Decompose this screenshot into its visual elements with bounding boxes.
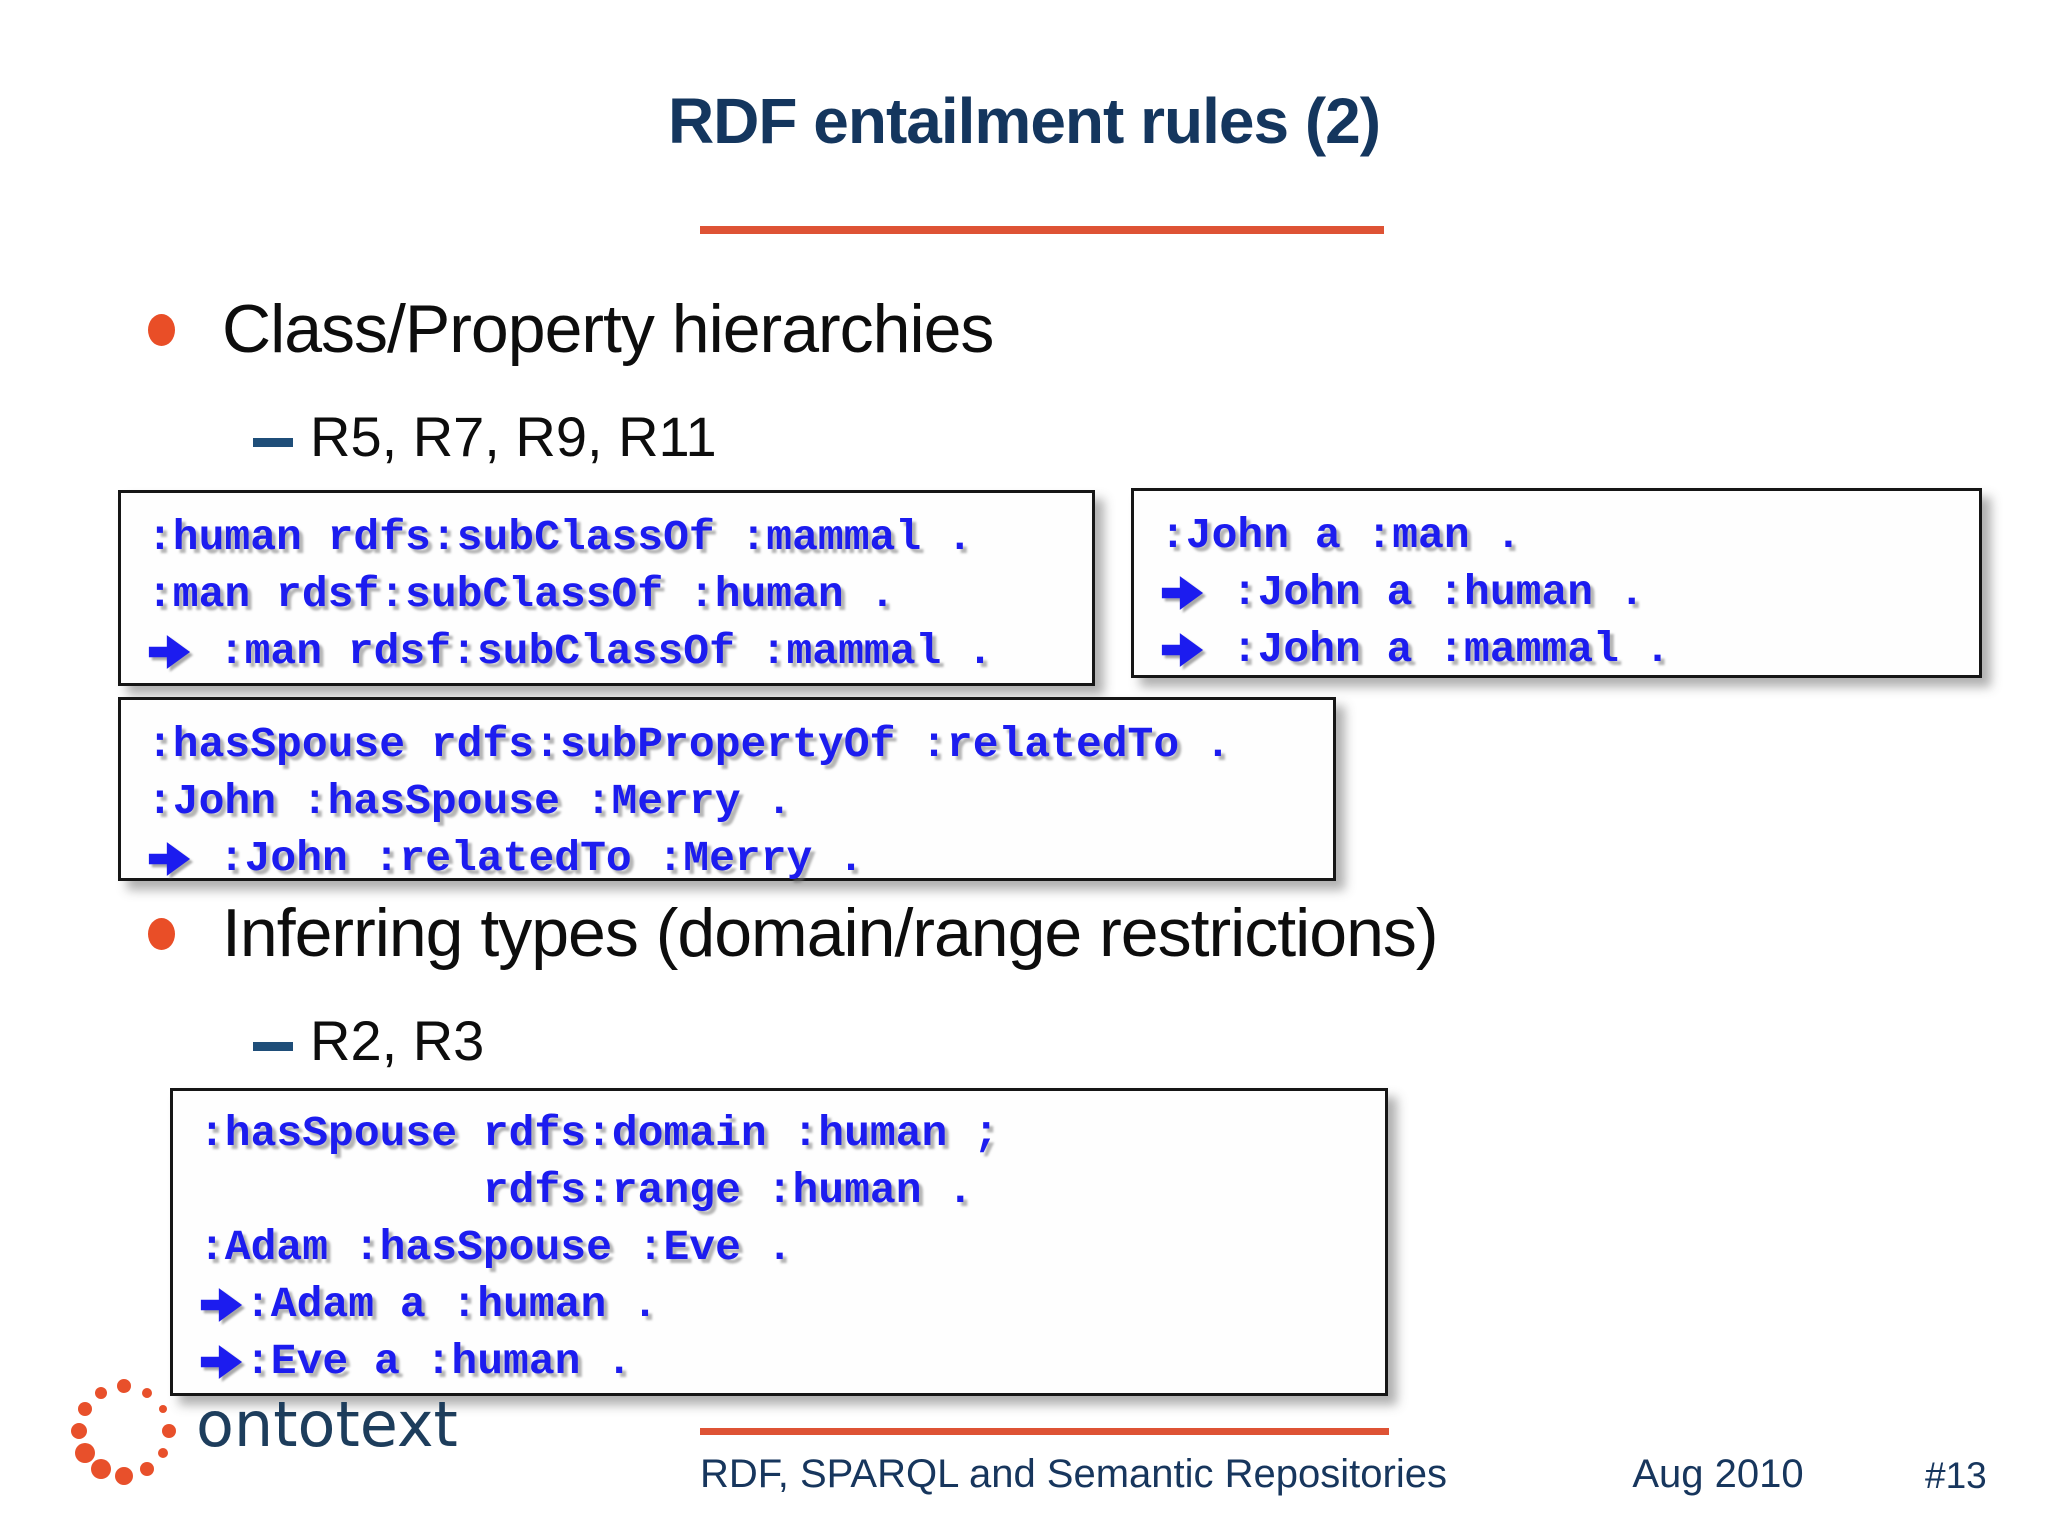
bullet-item-class-property-hierarchies: Class/Property hierarchies [222, 291, 994, 367]
code-text: :man rdsf:subClassOf :human . [147, 570, 896, 619]
bullet-item-inferring-types: Inferring types (domain/range restrictio… [222, 895, 1439, 971]
code-line: :Adam :hasSpouse :Eve . [199, 1219, 1385, 1276]
code-line: :hasSpouse rdfs:subPropertyOf :relatedTo… [147, 716, 1333, 773]
code-text: :John a :man . [1160, 511, 1522, 560]
code-line: :John :relatedTo :Merry . [147, 830, 1333, 887]
code-text: :John :hasSpouse :Merry . [147, 777, 793, 826]
code-box-domain-range: :hasSpouse rdfs:domain :human ; rdfs:ran… [170, 1088, 1388, 1396]
code-text: :hasSpouse rdfs:subPropertyOf :relatedTo… [147, 720, 1231, 769]
code-line: :John :hasSpouse :Merry . [147, 773, 1333, 830]
code-box-subclass-hierarchy: :human rdfs:subClassOf :mammal . :man rd… [118, 490, 1095, 686]
code-line: :John a :man . [1160, 507, 1979, 564]
code-text: rdfs:range :human . [199, 1166, 974, 1215]
code-text: :Adam :hasSpouse :Eve . [199, 1223, 793, 1272]
entailment-arrow-icon [200, 1287, 243, 1322]
code-text: :Eve a :human . [245, 1337, 633, 1386]
code-box-subproperty: :hasSpouse rdfs:subPropertyOf :relatedTo… [118, 697, 1336, 883]
code-text: :John :relatedTo :Merry . [193, 834, 864, 883]
code-line: :hasSpouse rdfs:domain :human ; [199, 1105, 1385, 1162]
page-title: RDF entailment rules (2) [667, 85, 1381, 157]
footer-date: Aug 2010 [1632, 1452, 1804, 1496]
ontotext-logo: ontotext [64, 1372, 458, 1490]
entailment-arrow-icon [1161, 575, 1204, 610]
code-line: :human rdfs:subClassOf :mammal . [147, 509, 1092, 566]
code-text: :hasSpouse rdfs:domain :human ; [199, 1109, 999, 1158]
code-text: :Adam a :human . [245, 1280, 658, 1329]
code-text: :man rdsf:subClassOf :mammal . [193, 627, 993, 676]
code-line: :Eve a :human . [199, 1333, 1385, 1390]
code-line: rdfs:range :human . [199, 1162, 1385, 1219]
entailment-arrow-icon [1161, 632, 1204, 667]
code-line: :man rdsf:subClassOf :mammal . [147, 623, 1092, 680]
footer-divider [700, 1428, 1389, 1435]
title-divider [700, 226, 1384, 234]
sub-bullet-dash [253, 438, 293, 447]
ontotext-logo-dots-icon [71, 1379, 176, 1485]
footer-page-number: #13 [1925, 1455, 1987, 1496]
entailment-arrow-icon [148, 634, 191, 669]
code-line: :man rdsf:subClassOf :human . [147, 566, 1092, 623]
sub-bullet-rules-r2-r3: R2, R3 [310, 1009, 485, 1072]
sub-bullet-dash [253, 1042, 293, 1051]
entailment-arrow-icon [200, 1344, 243, 1379]
code-box-type-inheritance: :John a :man . :John a :human . :John a … [1131, 488, 1982, 678]
code-line: :John a :human . [1160, 564, 1979, 621]
code-text: :John a :mammal . [1206, 625, 1671, 674]
ontotext-logo-text: ontotext [196, 1387, 458, 1461]
sub-bullet-rules-r5-r7-r9-r11: R5, R7, R9, R11 [310, 405, 717, 468]
code-text: :John a :human . [1206, 568, 1645, 617]
code-line: :Adam a :human . [199, 1276, 1385, 1333]
bullet-dot [148, 918, 175, 950]
code-text: :human rdfs:subClassOf :mammal . [147, 513, 973, 562]
footer-course-title: RDF, SPARQL and Semantic Repositories [700, 1452, 1447, 1496]
bullet-dot [148, 314, 175, 346]
entailment-arrow-icon [148, 841, 191, 876]
code-line: :John a :mammal . [1160, 621, 1979, 678]
